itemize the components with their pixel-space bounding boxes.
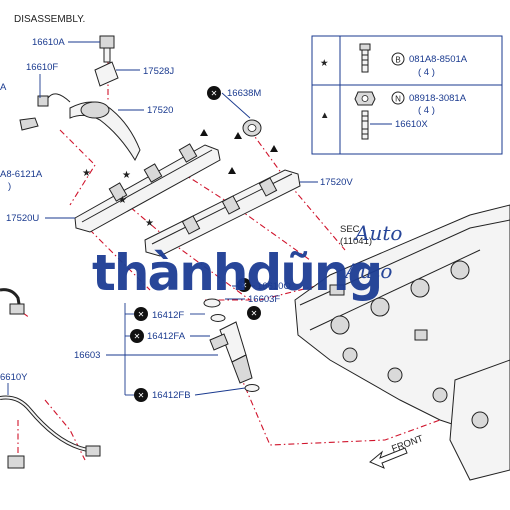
label-17520: 17520: [147, 105, 173, 116]
fuel-rail-17520v: [144, 169, 301, 257]
nut-icon: [354, 91, 376, 106]
label-16610f: 16610F: [26, 62, 58, 73]
label-a-left: A: [0, 82, 7, 93]
label-sec-number: (11041): [340, 236, 372, 247]
svg-text:✕: ✕: [138, 310, 145, 319]
label-a8-6121a: A8-6121A: [0, 169, 43, 180]
fuel-injector: [203, 298, 260, 392]
stud-icon: [361, 110, 369, 140]
legend-part-081a8: 081A8-8501A: [409, 54, 468, 65]
svg-text:★: ★: [82, 168, 91, 179]
svg-text:★: ★: [118, 195, 127, 206]
watermark-script-text-2: Auto: [343, 259, 392, 283]
svg-text:✕: ✕: [241, 281, 248, 290]
front-label: FRONT: [390, 433, 425, 455]
legend-circle-letter-b: B: [395, 56, 400, 65]
legend-qty-1: ( 4 ): [418, 67, 435, 78]
label-sec: SEC: [340, 224, 360, 235]
label-16412f: 16412F: [152, 310, 184, 321]
header-text: DISASSEMBLY.: [14, 14, 85, 25]
label-17528j: 17528J: [143, 66, 174, 77]
legend-part-08918: 08918-3081A: [409, 93, 467, 104]
part-labels: 16610A 16610F 17528J 17520 16638M A A8-6…: [0, 37, 372, 401]
legend-circle-letter-n: N: [395, 95, 401, 104]
svg-text:✕: ✕: [211, 89, 218, 98]
triangle-icon: [200, 129, 278, 174]
label-a8-paren: ): [8, 181, 11, 192]
fuel-rail-17520u: [74, 143, 221, 233]
label-16610o: 16610O: [257, 281, 291, 292]
label-16638m: 16638M: [227, 88, 261, 99]
cylinder-head: [294, 204, 510, 481]
legend-part-16610x: 16610X: [395, 119, 428, 130]
svg-text:✕: ✕: [138, 391, 145, 400]
legend-star-mark: ★: [320, 58, 329, 69]
front-arrow-icon: [369, 447, 408, 469]
x-circle-icon: ✕: [134, 388, 148, 402]
label-16610a: 16610A: [32, 37, 65, 48]
svg-text:✕: ✕: [251, 309, 258, 318]
legend-table: ★ B 081A8-8501A ( 4 ) ▲ N 08918-3081A ( …: [311, 35, 503, 155]
legend-qty-2: ( 4 ): [418, 105, 435, 116]
svg-text:✕: ✕: [134, 332, 141, 341]
seal-16638m: [242, 119, 262, 137]
label-17520u: 17520U: [6, 213, 39, 224]
label-6610y: 6610Y: [0, 372, 28, 383]
legend-triangle-mark: ▲: [320, 110, 329, 121]
label-16412fa: 16412FA: [147, 331, 186, 342]
x-circle-icon: ✕: [134, 307, 148, 321]
legend-circle-b: [391, 52, 405, 66]
legend-circle-n: [391, 91, 405, 105]
svg-text:★: ★: [145, 218, 154, 229]
label-17520v: 17520V: [320, 177, 353, 188]
fuel-rail-upper: [19, 35, 141, 162]
x-circle-icon: ✕: [247, 306, 261, 320]
leader-lines: [7, 41, 318, 396]
star-icon: ★ ★ ★ ★: [82, 168, 154, 229]
watermark-logo: thànhdũng Auto Auto: [92, 221, 402, 302]
watermark-script-text: Auto: [353, 221, 402, 245]
label-16412fb: 16412FB: [152, 390, 191, 401]
label-16603: 16603: [74, 350, 100, 361]
fuel-tube-16610y: [0, 288, 101, 469]
x-circle-icon: ✕: [237, 278, 251, 292]
label-16603f: 16603F: [248, 294, 280, 305]
bolt-icon: [359, 43, 371, 73]
x-circle-icon: ✕: [207, 86, 221, 100]
svg-text:★: ★: [122, 170, 131, 181]
x-circle-icon: ✕: [130, 329, 144, 343]
watermark-main-text: thànhdũng: [92, 244, 381, 302]
